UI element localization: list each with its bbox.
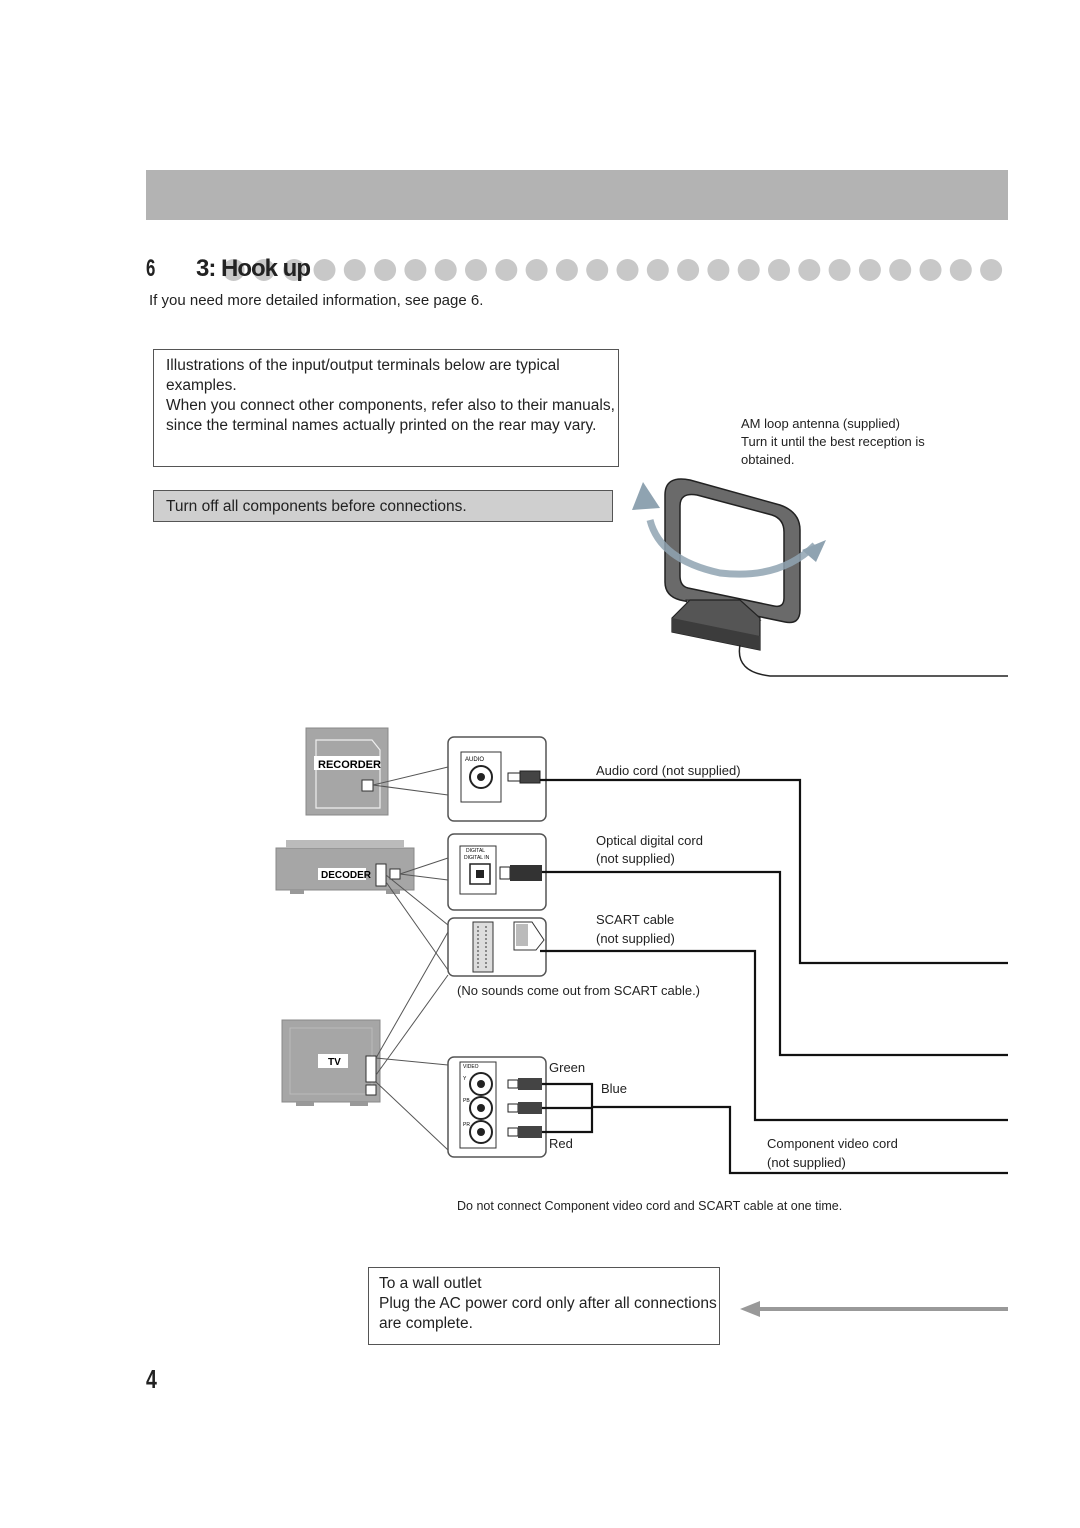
heading-dot: [677, 259, 700, 281]
heading-dot: [465, 259, 487, 281]
tv-label: TV: [328, 1057, 341, 1068]
am-antenna-title: AM loop antenna (supplied): [741, 416, 900, 431]
component-cord-label-1: Component video cord: [767, 1136, 898, 1151]
decoder-label: DECODER: [321, 870, 372, 881]
heading-dot: [768, 259, 790, 281]
heading-dot: [798, 259, 821, 281]
header-bar: [146, 170, 1008, 220]
audio-terminal-label: AUDIO: [465, 757, 484, 763]
digital-label-bottom: DIGITAL IN: [464, 855, 490, 861]
note-line-2: When you connect other components, refer…: [166, 397, 615, 434]
note-line-1: Illustrations of the input/output termin…: [166, 357, 560, 394]
red-label: Red: [549, 1136, 573, 1151]
component-cord-label-2: (not supplied): [767, 1155, 846, 1170]
am-loop-antenna-icon: [632, 478, 1008, 677]
optical-cord-label-1: Optical digital cord: [596, 833, 703, 848]
am-antenna-caption: AM loop antenna (supplied) Turn it until…: [741, 415, 961, 469]
pr-terminal-label: PR: [463, 1122, 470, 1128]
recorder-label: RECORDER: [318, 759, 381, 771]
heading-dot: [919, 259, 942, 281]
am-antenna-instruction: Turn it until the best reception is obta…: [741, 434, 925, 467]
page-number: 4: [146, 1364, 157, 1394]
scart-terminal-panel: [447, 917, 547, 977]
heading-dot: [707, 259, 730, 281]
heading-dot: [252, 259, 275, 281]
outlet-line-2: Plug the AC power cord only after all co…: [379, 1295, 717, 1332]
step-heading: 6 3: Hook up: [146, 254, 311, 284]
heading-dot: [949, 259, 972, 281]
heading-dot: [889, 259, 912, 281]
terminal-note-box: Illustrations of the input/output termin…: [153, 349, 619, 467]
heading-dot: [434, 259, 457, 281]
power-off-warning: Turn off all components before connectio…: [153, 490, 613, 522]
heading-dot: [980, 259, 1003, 281]
heading-dot: [525, 259, 548, 281]
recorder-device: [305, 727, 389, 816]
heading-dot: [313, 259, 336, 281]
heading-dot: [646, 259, 669, 281]
heading-dot: [404, 259, 427, 281]
scart-cable-line: [540, 949, 1008, 1122]
heading-dot: [222, 259, 245, 281]
heading-dot-row: [222, 259, 1003, 281]
blue-label: Blue: [601, 1081, 628, 1096]
audio-cord-label: Audio cord (not supplied): [596, 763, 741, 778]
green-label: Green: [549, 1060, 586, 1075]
digital-label-top: DIGITAL: [466, 848, 485, 854]
scart-cable-label-1: SCART cable: [596, 912, 675, 927]
y-terminal-label: Y: [463, 1076, 467, 1082]
component-terminal-panel: [447, 1056, 547, 1158]
scart-cable-label-2: (not supplied): [596, 931, 675, 946]
intro-text: If you need more detailed information, s…: [149, 292, 484, 309]
heading-dot: [555, 259, 578, 281]
outlet-line-1: To a wall outlet: [379, 1275, 482, 1292]
heading-dot: [586, 259, 609, 281]
heading-dot: [343, 259, 366, 281]
heading-dot: [374, 259, 397, 281]
heading-dot: [858, 259, 881, 281]
step-title: 3: Hook up: [196, 255, 311, 282]
optical-terminal-panel: [447, 833, 547, 911]
tv-device: [281, 1019, 381, 1106]
heading-dot: [616, 259, 639, 281]
component-terminal-label: VIDEO: [463, 1064, 479, 1070]
optical-cord-line: [542, 870, 1008, 1057]
audio-terminal-panel: [447, 736, 547, 822]
heading-dot: [495, 259, 518, 281]
power-cord-arrow: [740, 1301, 1008, 1317]
decoder-device: [275, 840, 415, 894]
step-number: 6: [146, 255, 155, 282]
heading-dot: [283, 259, 306, 281]
wall-outlet-box: To a wall outlet Plug the AC power cord …: [368, 1267, 720, 1345]
heading-dot: [737, 259, 760, 281]
audio-cord-line: [540, 778, 1008, 965]
optical-cord-label-2: (not supplied): [596, 851, 675, 866]
do-not-connect-note: Do not connect Component video cord and …: [457, 1199, 843, 1213]
scart-note: (No sounds come out from SCART cable.): [457, 983, 701, 998]
pb-terminal-label: PB: [463, 1098, 470, 1104]
heading-dot: [828, 259, 851, 281]
